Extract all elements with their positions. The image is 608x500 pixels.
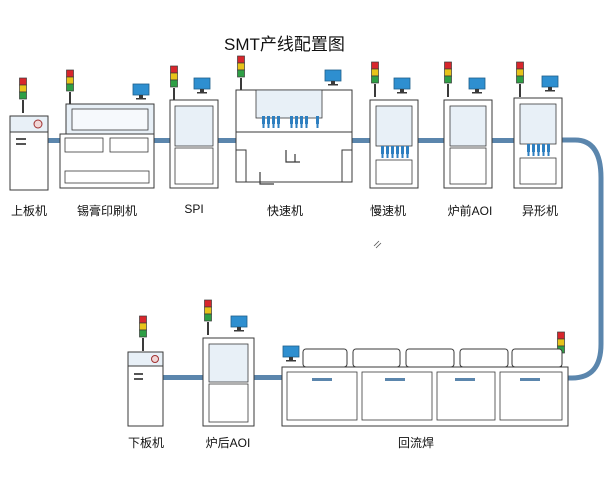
slow-mounter-machine — [369, 61, 419, 189]
spi-machine — [169, 65, 219, 189]
odd-form-machine — [513, 61, 563, 189]
loader-machine — [9, 77, 49, 191]
label-odd-form: 异形机 — [521, 204, 559, 218]
label-unloader: 下板机 — [127, 436, 165, 450]
unloader-machine — [127, 315, 164, 427]
conveyor-bottom — [163, 375, 282, 380]
label-spi: SPI — [184, 202, 204, 216]
label-printer: 锡膏印刷机 — [76, 204, 138, 218]
printer-machine — [59, 69, 155, 189]
label-fast-mounter: 快速机 — [266, 204, 304, 218]
conveyor-top — [48, 138, 514, 143]
label-loader: 上板机 — [10, 204, 48, 218]
label-reflow: 回流焊 — [397, 436, 435, 450]
conveyor-return-loop — [562, 137, 604, 381]
diagram-title: SMT产线配置图 — [224, 35, 345, 54]
pre-aoi-machine — [443, 61, 493, 189]
post-aoi-machine — [202, 299, 255, 427]
label-slow-mounter: 慢速机 — [369, 204, 407, 218]
fast-mounter-machine — [235, 55, 353, 185]
reflow-oven — [281, 331, 569, 427]
label-pre-aoi: 炉前AOI — [447, 204, 493, 218]
label-post-aoi: 炉后AOI — [205, 436, 251, 450]
